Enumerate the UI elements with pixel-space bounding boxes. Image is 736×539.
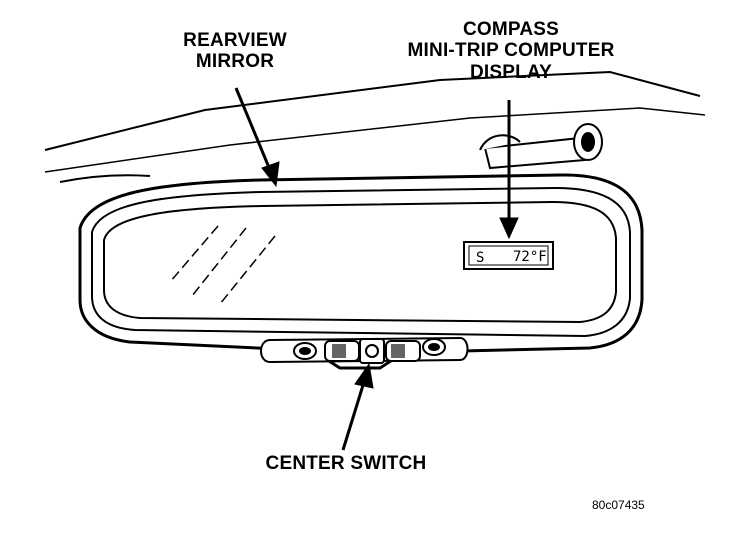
mirror-buttons: [293, 338, 446, 364]
mirror-glass: [103, 200, 617, 324]
compass-display-label-line-2: MINI-TRIP COMPUTER: [407, 40, 615, 62]
rearview-mirror-label-line-1: REARVIEW: [183, 30, 287, 51]
rearview-mirror-label-line-2: MIRROR: [195, 51, 275, 73]
center-switch-label: CENTER SWITCH: [265, 453, 427, 474]
rearview-mirror-arrow: [234, 87, 272, 171]
compass-display-label-line-1: COMPASS: [462, 19, 560, 40]
compass-display: S 72°F: [463, 241, 554, 270]
rearview-mirror-label: REARVIEW MIRROR: [158, 30, 312, 73]
compass-display-label: COMPASS MINI-TRIP COMPUTER DISPLAY: [368, 19, 654, 83]
figure-code: 80c07435: [592, 498, 645, 512]
compass-display-label-line-3: DISPLAY: [469, 61, 552, 83]
display-temperature: 72°F: [513, 249, 547, 265]
windshield-header: [44, 70, 706, 183]
mirror-mount: [479, 123, 603, 170]
leader-arrows: [234, 87, 519, 451]
mirror-housing: [78, 173, 644, 370]
glass-reflection-marks: [169, 225, 276, 305]
center-switch-arrow: [341, 381, 366, 451]
display-direction: S: [476, 250, 484, 266]
